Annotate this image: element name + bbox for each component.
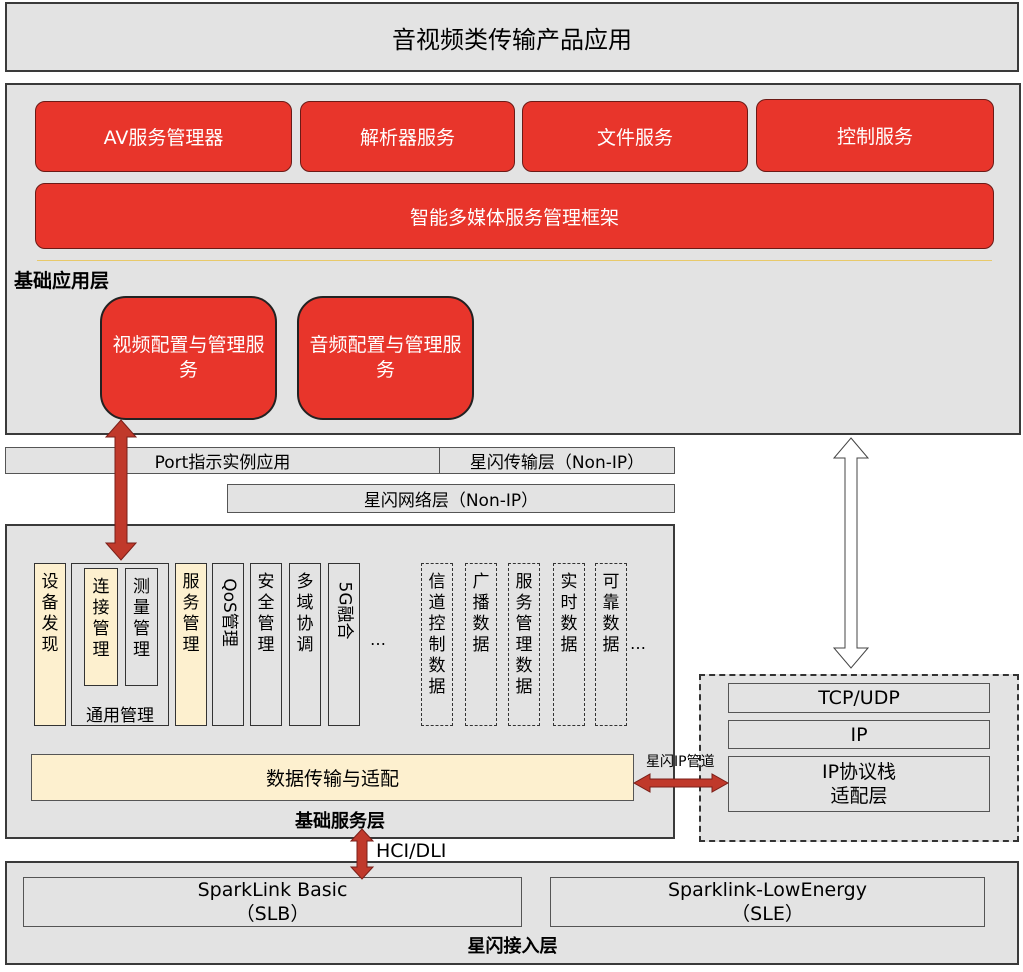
realtime-data-col: 实时数据 (553, 563, 585, 726)
smart-multimedia-framework: 智能多媒体服务管理框架 (35, 183, 994, 249)
5g-fusion-col: 5G融合 (328, 563, 360, 726)
sparklink-ip-pipe-label: 星闪IP管道 (646, 754, 715, 770)
video-config-service: 视频配置与管理服务 (100, 296, 277, 420)
measurement-management-col: 测量管理 (125, 568, 158, 686)
top-title-box: 音视频类传输产品应用 (5, 2, 1019, 72)
data-ellipsis: … (630, 634, 646, 653)
sparklink-transport-layer: 星闪传输层（Non-IP） (439, 447, 675, 474)
reliable-data-col: 可靠数据 (595, 563, 627, 726)
service-management-col: 服务管理 (175, 563, 207, 726)
basic-service-layer-label: 基础服务层 (295, 811, 385, 832)
top-title: 音视频类传输产品应用 (392, 25, 632, 54)
general-management-label: 通用管理 (86, 705, 154, 726)
channel-control-data-col: 信道控制数据 (421, 563, 453, 726)
data-transfer-adaptation: 数据传输与适配 (31, 754, 634, 801)
ip-pipe-arrow (632, 773, 730, 793)
service-management-data-col: 服务管理数据 (508, 563, 540, 726)
device-discovery-col: 设备发现 (34, 563, 66, 726)
parser-service: 解析器服务 (300, 101, 515, 172)
white-double-arrow (832, 437, 870, 669)
security-management-col: 安全管理 (250, 563, 282, 726)
hci-red-arrow (349, 828, 375, 880)
vertical-red-arrow (104, 419, 138, 561)
broadcast-data-col: 广播数据 (465, 563, 497, 726)
service-ellipsis: … (370, 630, 386, 649)
ip-stack-adapter-box: IP协议栈 适配层 (728, 756, 990, 812)
qos-management-col: QoS管理 (212, 563, 244, 726)
sparklink-lowenergy-box: Sparklink-LowEnergy （SLE） (550, 877, 985, 927)
sparklink-access-layer-label: 星闪接入层 (467, 936, 558, 957)
tcp-udp-box: TCP/UDP (728, 683, 990, 713)
sparklink-basic-box: SparkLink Basic （SLB） (23, 877, 522, 927)
connection-management-col: 连接管理 (84, 568, 118, 686)
port-instance-bar: Port指示实例应用 (5, 447, 440, 474)
basic-application-layer-label: 基础应用层 (14, 270, 110, 292)
control-service: 控制服务 (756, 99, 994, 172)
divider-line (37, 260, 992, 261)
hci-dli-label: HCI/DLI (376, 840, 447, 862)
audio-config-service: 音频配置与管理服务 (297, 296, 474, 420)
file-service: 文件服务 (522, 101, 748, 172)
av-service-manager: AV服务管理器 (35, 101, 292, 172)
multidomain-coordination-col: 多域协调 (289, 563, 321, 726)
sparklink-network-layer: 星闪网络层（Non-IP） (227, 484, 675, 513)
ip-box: IP (728, 720, 990, 749)
